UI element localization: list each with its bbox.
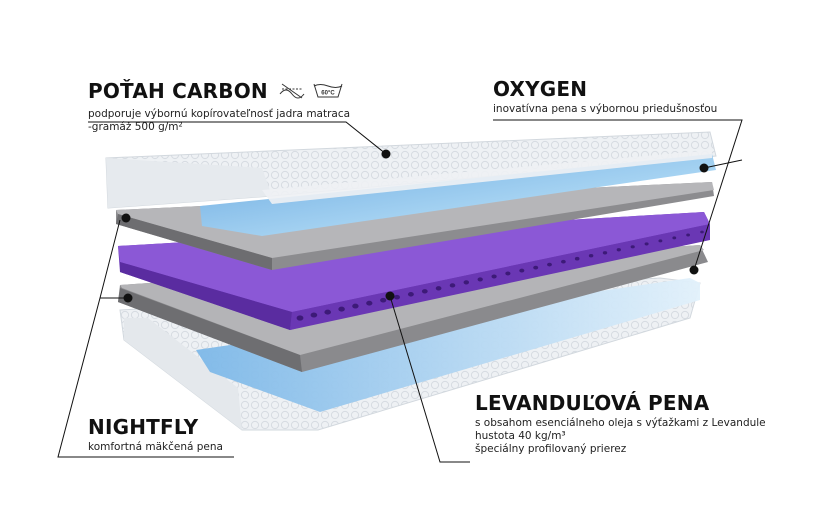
profile-hole (658, 239, 663, 243)
bottom-blue-foam-layer (196, 278, 700, 412)
profile-hole (588, 253, 594, 258)
label-levandula: LEVANDUĽOVÁ PENA s obsahom esenciálneho … (475, 392, 766, 456)
potah-title: POŤAH CARBON (88, 79, 268, 103)
levandula-desc-3: špeciálny profilovaný prierez (475, 443, 627, 455)
leader-line-potah (88, 121, 387, 155)
nightfly-desc-1: komfortná mäkčená pena (88, 441, 223, 453)
profile-hole (407, 292, 414, 297)
oxygen-blue-foam-layer (200, 150, 716, 236)
leader-lines (57, 119, 743, 463)
profile-hole (352, 303, 359, 309)
leader-line-levandula (389, 295, 470, 463)
levandula-title: LEVANDUĽOVÁ PENA (475, 391, 710, 415)
profile-hole (463, 280, 470, 285)
care-icons: 60°C (278, 80, 348, 105)
profile-hole (561, 259, 566, 264)
profile-hole (380, 297, 387, 303)
profile-hole (602, 251, 608, 255)
potah-desc-1: podporuje výbornú kopírovateľnosť jadra … (88, 108, 351, 120)
wash-temp-text: 60°C (322, 91, 336, 97)
label-oxygen: OXYGEN inovatívna pena s výbornou priedu… (493, 78, 717, 116)
profile-hole (630, 245, 635, 249)
profile-hole (435, 286, 442, 291)
profile-hole (338, 306, 345, 312)
profile-hole (686, 233, 690, 237)
leader-line-nightfly (57, 219, 234, 458)
profile-hole (616, 248, 621, 252)
profile-hole (505, 271, 511, 276)
lavender-profile-holes (296, 230, 704, 321)
no-tumble-dry-icon (279, 83, 305, 99)
oxygen-title: OXYGEN (493, 77, 588, 101)
profile-hole (672, 236, 677, 240)
wash-60-icon: 60°C (313, 83, 343, 98)
profile-hole (519, 268, 525, 273)
profile-hole (393, 294, 401, 300)
profile-hole (491, 274, 497, 279)
leader-line-oxygen-top (703, 159, 743, 169)
leader-dots (121, 149, 709, 303)
lavender-foam-layer (118, 212, 710, 330)
profile-hole (296, 315, 304, 321)
profile-hole (366, 300, 373, 306)
leader-line-oxygen (493, 119, 743, 271)
profile-hole (700, 230, 704, 234)
profile-hole (324, 309, 331, 315)
oxygen-desc-1: inovatívna pena s výbornou priedušnosťou (493, 103, 718, 115)
label-potah: POŤAH CARBON 60°C podporuje výbornú kopí… (88, 80, 350, 134)
label-nightfly: NIGHTFLY komfortná mäkčená pena (88, 416, 223, 454)
profile-hole (310, 312, 318, 318)
levandula-desc-1: s obsahom esenciálneho oleja s výťažkami… (475, 417, 766, 429)
nightfly-title: NIGHTFLY (88, 415, 199, 439)
profile-hole (533, 265, 539, 270)
profile-hole (547, 262, 552, 267)
profile-hole (574, 256, 580, 261)
profile-hole (449, 283, 456, 288)
profile-hole (477, 277, 483, 282)
levandula-desc-2: hustota 40 kg/m³ (475, 430, 566, 442)
profile-hole (644, 242, 649, 246)
potah-desc-2: -gramáž 500 g/m² (88, 121, 183, 133)
profile-hole (421, 289, 428, 294)
